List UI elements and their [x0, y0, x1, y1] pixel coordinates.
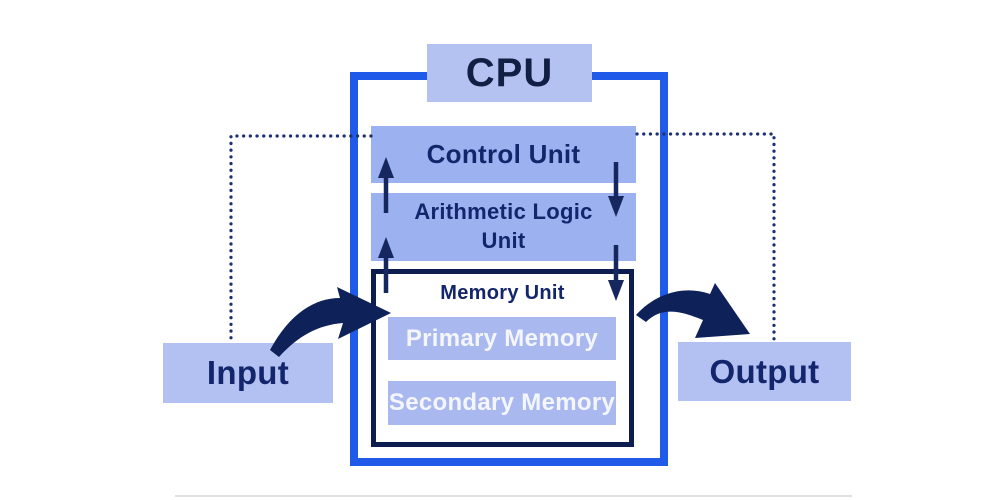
output-box: Output [678, 342, 851, 401]
memory-unit-title: Memory Unit [371, 280, 634, 306]
secondary-memory-label: Secondary Memory [388, 389, 616, 416]
alu-label: Arithmetic Logic Unit [414, 199, 593, 253]
output-label: Output [709, 352, 820, 390]
memory-unit-label: Memory Unit [440, 281, 565, 304]
input-box: Input [163, 343, 333, 403]
alu-box: Arithmetic Logic Unit [371, 193, 636, 261]
control-unit-box: Control Unit [371, 126, 636, 183]
control-unit-label: Control Unit [426, 139, 581, 169]
primary-memory-box: Primary Memory [388, 317, 616, 360]
primary-memory-label: Primary Memory [405, 324, 599, 352]
secondary-memory-box: Secondary Memory [388, 381, 616, 425]
cpu-title-box: CPU [427, 44, 592, 102]
cpu-label: CPU [465, 50, 554, 95]
input-label: Input [206, 354, 290, 391]
